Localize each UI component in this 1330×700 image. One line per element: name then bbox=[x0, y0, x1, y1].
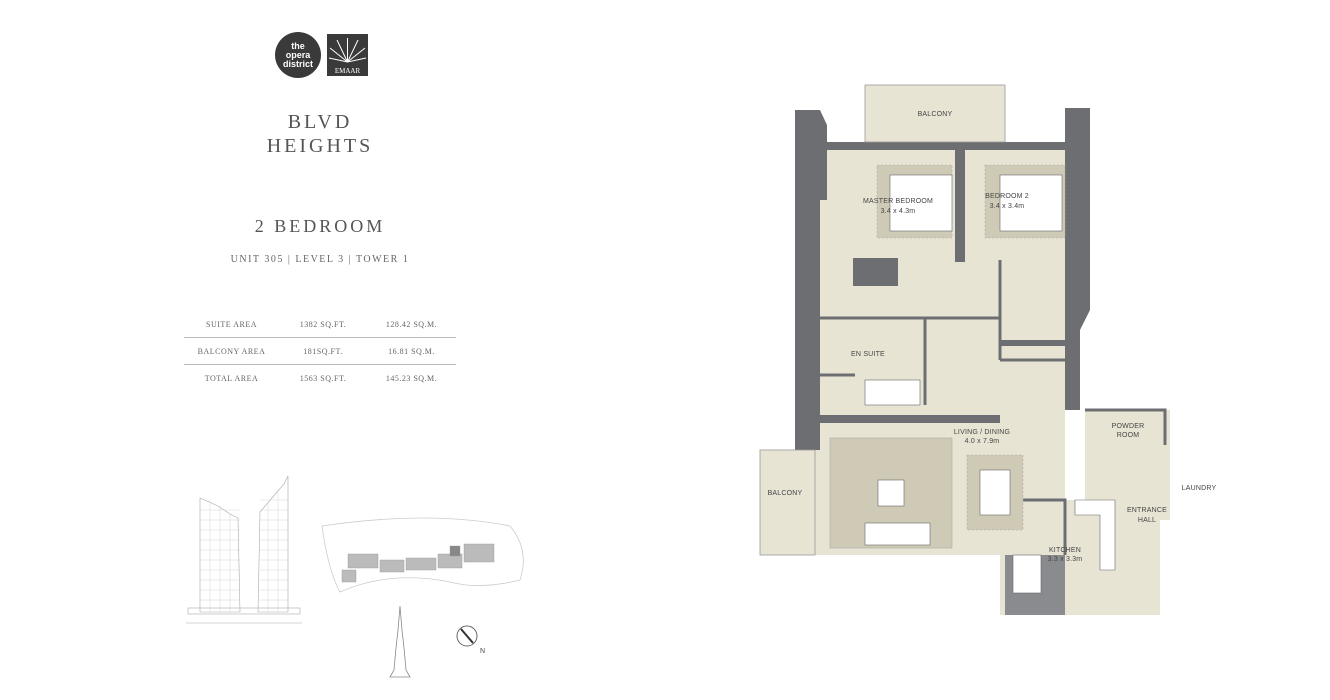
fridge bbox=[1012, 554, 1042, 594]
area-sqft: 1382 SQ.FT. bbox=[279, 311, 367, 338]
room-label-entrance-1: ENTRANCE bbox=[1127, 507, 1167, 514]
emaar-logo-text: EMAAR bbox=[335, 67, 361, 75]
master-bed bbox=[889, 174, 953, 232]
project-title: BLVD HEIGHTS bbox=[200, 110, 440, 158]
site-plan: N bbox=[186, 475, 524, 678]
balcony-top bbox=[864, 84, 1006, 143]
table-row: SUITE AREA 1382 SQ.FT. 128.42 SQ.M. bbox=[184, 311, 456, 338]
tower-elevation bbox=[186, 475, 302, 624]
area-sqm: 16.81 SQ.M. bbox=[367, 337, 456, 365]
emaar-logo: EMAAR bbox=[327, 34, 368, 76]
site-plan-outline bbox=[321, 517, 524, 593]
dining-table bbox=[979, 469, 1011, 516]
room-label-master-bedroom: MASTER BEDROOM bbox=[863, 198, 933, 205]
room-label-powder-room-2: ROOM bbox=[1117, 432, 1140, 439]
walls bbox=[795, 108, 1090, 615]
bathtub-icon bbox=[864, 379, 921, 406]
room-label-balcony-left: BALCONY bbox=[768, 490, 803, 497]
logo-line: district bbox=[282, 58, 313, 69]
area-sqft: 1563 SQ.FT. bbox=[299, 373, 347, 383]
room-label-bedroom2: BEDROOM 2 bbox=[985, 193, 1029, 200]
area-label: BALCONY AREA bbox=[184, 337, 279, 365]
bedroom2-bed bbox=[999, 174, 1063, 232]
unit-details: UNIT 305 | LEVEL 3 | TOWER 1 bbox=[230, 254, 410, 265]
room-size-master-bedroom: 3.4 x 4.3m bbox=[881, 208, 916, 215]
compass-icon: N bbox=[456, 625, 485, 655]
room-size-kitchen: 3.3 x 3.3m bbox=[1048, 556, 1083, 563]
room-label-living-dining: LIVING / DINING bbox=[954, 429, 1010, 436]
sofa bbox=[864, 522, 931, 546]
unit-type: 2 BEDROOM bbox=[254, 216, 386, 236]
compass-north-label: N bbox=[480, 648, 485, 655]
project-title-line: HEIGHTS bbox=[266, 135, 374, 157]
burj-khalifa-icon bbox=[389, 605, 411, 678]
room-label-laundry: LAUNDRY bbox=[1182, 485, 1217, 492]
area-sqft: 181SQ.FT. bbox=[279, 337, 367, 365]
floor-plan: BALCONY MASTER BEDROOM 3.4 x 4.3m BEDROO… bbox=[759, 84, 1217, 615]
room-label-powder-room-1: POWDER bbox=[1112, 423, 1145, 430]
coffee-table bbox=[877, 479, 905, 507]
logo-line: the bbox=[291, 40, 305, 51]
area-sqm: 128.42 SQ.M. bbox=[367, 311, 456, 338]
area-table: SUITE AREA 1382 SQ.FT. 128.42 SQ.M. BALC… bbox=[184, 311, 456, 391]
room-label-entrance-2: HALL bbox=[1138, 517, 1156, 524]
balcony-left bbox=[759, 449, 816, 556]
area-label: TOTAL AREA bbox=[204, 373, 259, 383]
area-label: SUITE AREA bbox=[184, 311, 279, 338]
room-size-living-dining: 4.0 x 7.9m bbox=[965, 438, 1000, 445]
opera-district-logo: the opera district bbox=[275, 32, 321, 78]
table-row: BALCONY AREA 181SQ.FT. 16.81 SQ.M. bbox=[184, 337, 456, 365]
project-title-line: BLVD bbox=[287, 111, 353, 133]
room-size-bedroom2: 3.4 x 3.4m bbox=[990, 203, 1025, 210]
table-row: TOTAL AREA 1563 SQ.FT. 145.23 SQ.M. bbox=[184, 365, 456, 392]
logo-line: opera bbox=[285, 49, 311, 60]
room-label-kitchen: KITCHEN bbox=[1049, 547, 1081, 554]
room-label-balcony-top: BALCONY bbox=[918, 111, 953, 118]
area-sqm: 145.23 SQ.M. bbox=[385, 373, 438, 383]
room-label-en-suite: EN SUITE bbox=[851, 351, 885, 358]
kitchen-counter bbox=[1074, 499, 1116, 571]
